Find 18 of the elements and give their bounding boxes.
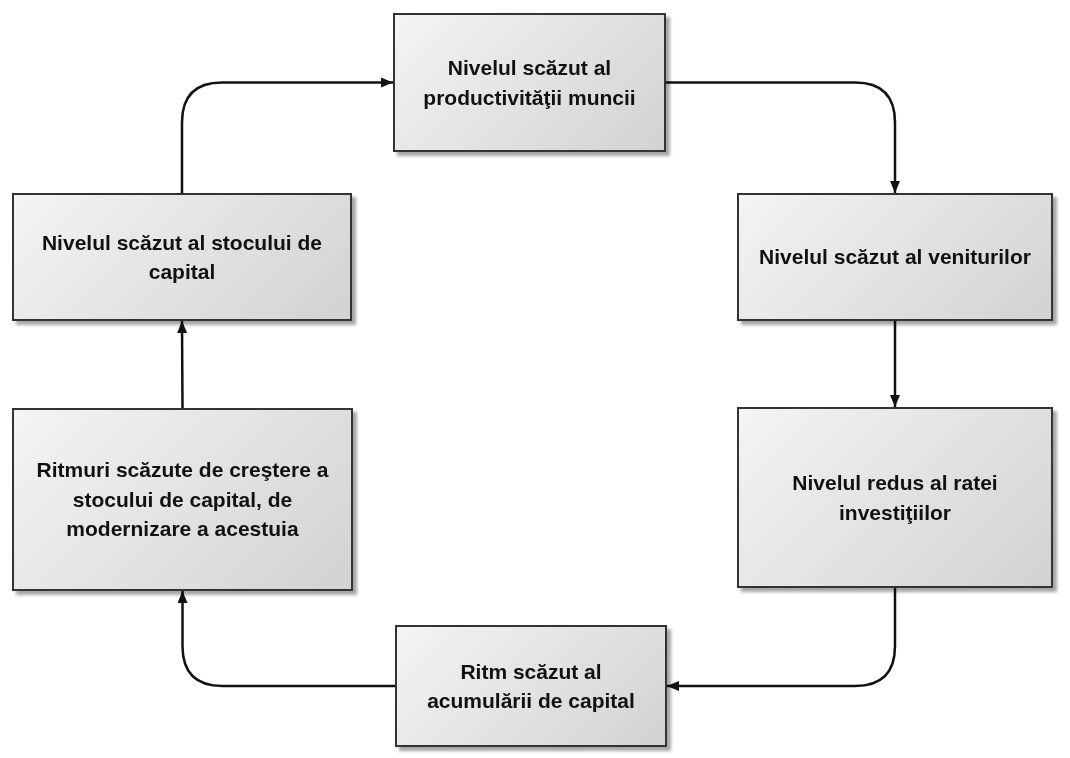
process-box <box>12 193 352 321</box>
arrow <box>180 77 393 193</box>
arrow <box>666 81 900 193</box>
arrow <box>667 588 897 691</box>
box-label: Ritm scăzut al acumulării de capital <box>426 658 636 714</box>
arrow <box>177 591 395 688</box>
box-label: Nivelul redus al ratei investiţiilor <box>791 470 999 526</box>
process-box <box>12 408 353 591</box>
process-box <box>395 625 667 747</box>
box-label: Nivelul scăzut al veniturilor <box>759 244 1031 271</box>
arrow <box>177 321 188 408</box>
process-box <box>737 193 1053 321</box>
arrow <box>890 321 900 407</box>
box-label: Nivelul scăzut al stocului de capital <box>40 229 324 285</box>
box-label: Ritmuri scăzute de creştere a stocului de capital, de modernizare a acestuia <box>35 457 330 543</box>
process-box <box>393 13 666 152</box>
box-label: Nivelul scăzut al productivităţii muncii <box>422 55 637 111</box>
process-box <box>737 407 1053 588</box>
